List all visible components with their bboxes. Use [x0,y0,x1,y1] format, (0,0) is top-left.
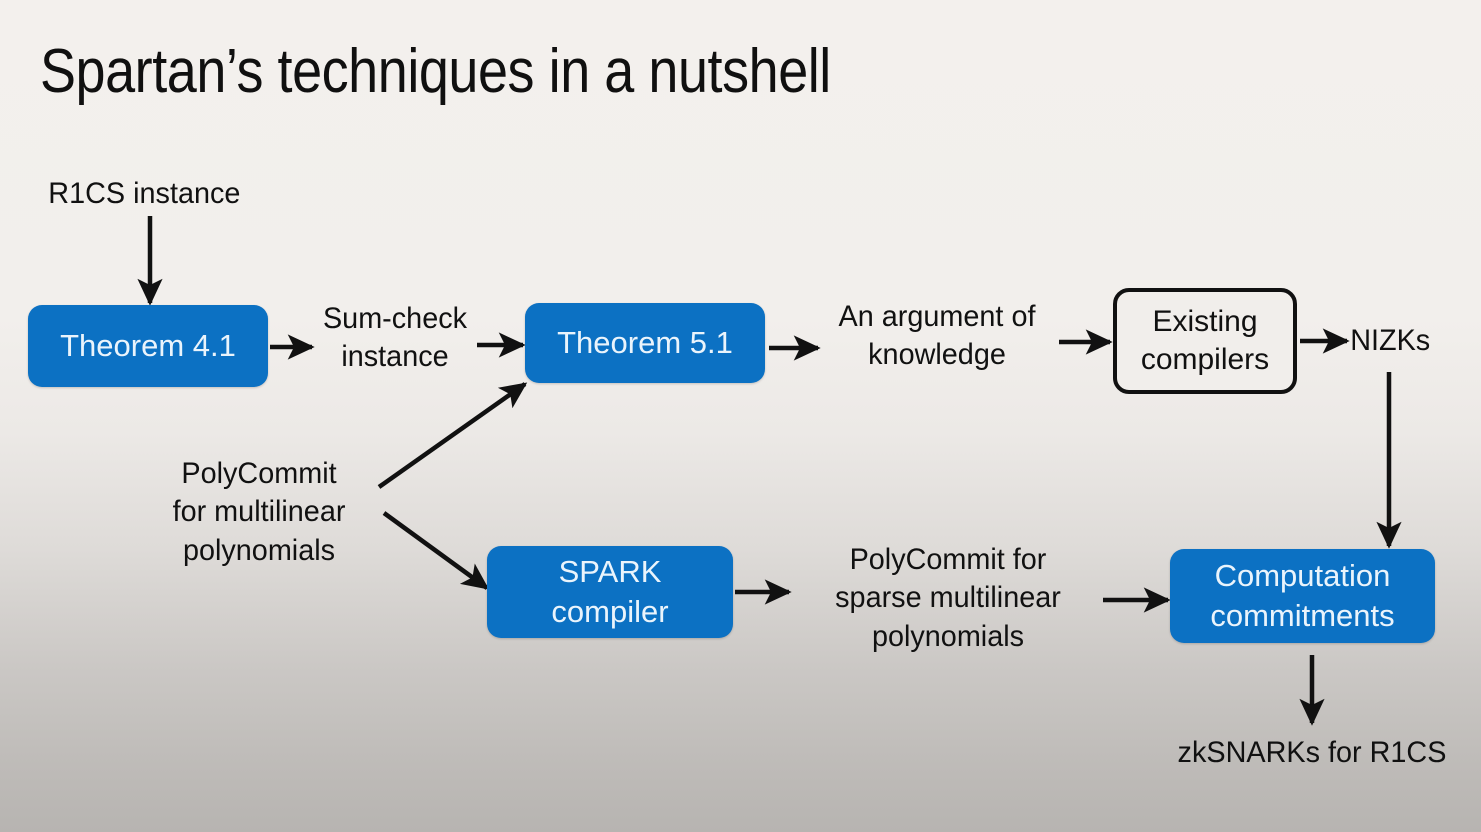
node-existing-compilers[interactable]: Existing compilers [1113,288,1297,394]
node-argument-of-knowledge: An argument of knowledge [838,300,1036,372]
node-r1cs-instance: R1CS instance [48,177,241,210]
node-theorem-4-1[interactable]: Theorem 4.1 [28,305,268,387]
arrow-polycommit-to-theorem51 [377,382,528,489]
arrow-polycommit-to-spark [382,511,490,590]
node-polycommit-sparse: PolyCommit for sparse multilinear polyno… [835,543,1061,653]
node-nizks: NIZKs [1350,324,1431,357]
node-theorem-5-1[interactable]: Theorem 5.1 [525,303,765,383]
node-computation-commitments[interactable]: Computation commitments [1170,549,1435,643]
node-sum-check-instance: Sum-check instance [322,302,468,374]
node-spark-compiler[interactable]: SPARK compiler [487,546,733,638]
node-zksnarks-for-r1cs: zkSNARKs for R1CS [1177,736,1447,769]
page-title: Spartan’s techniques in a nutshell [40,37,831,106]
node-polycommit-multilinear: PolyCommit for multilinear polynomials [172,457,346,567]
